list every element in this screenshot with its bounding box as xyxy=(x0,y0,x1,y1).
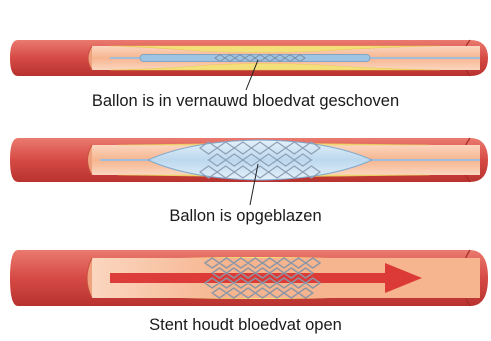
caption-balloon-inflated: Ballon is opgeblazen xyxy=(0,207,491,226)
vessel-stage-2 xyxy=(10,138,488,182)
vessel-stage-3 xyxy=(10,250,488,306)
caption-stent-keeps-open: Stent houdt bloedvat open xyxy=(0,316,491,335)
caption-balloon-inserted: Ballon is in vernauwd bloedvat geschoven xyxy=(0,92,491,111)
vessel-stage-1 xyxy=(10,40,488,76)
